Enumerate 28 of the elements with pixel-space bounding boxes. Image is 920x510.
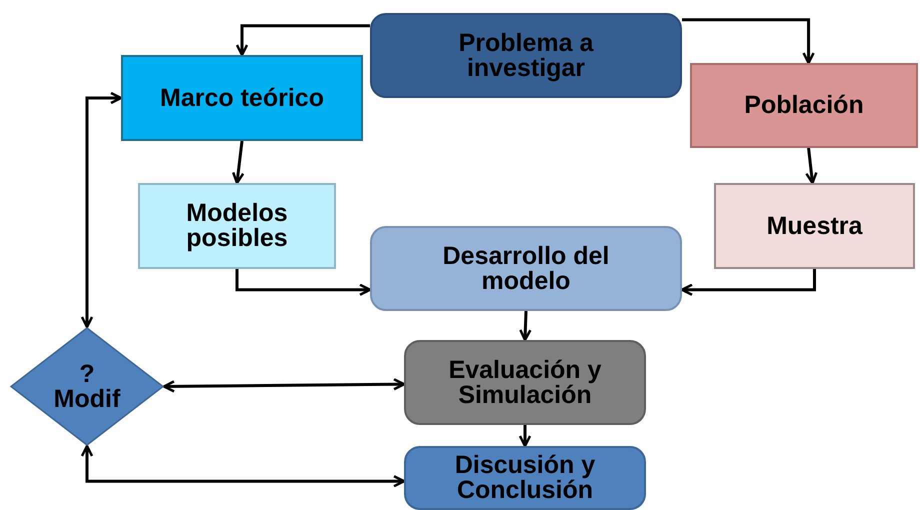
node-label: Marco teórico [160, 86, 324, 110]
arrow [162, 378, 406, 393]
arrow [805, 148, 818, 184]
process-box [714, 183, 915, 269]
arrow [80, 444, 406, 488]
node-label: Evaluación y Simulación [448, 358, 602, 408]
process-box [370, 226, 682, 311]
arrow [519, 310, 532, 342]
node-label: Desarrollo del modelo [442, 244, 610, 294]
process-box [370, 13, 682, 98]
node-label: Discusión y Conclusión [454, 453, 596, 503]
process-box [404, 446, 646, 510]
process-box [121, 55, 363, 141]
process-box [690, 63, 918, 148]
arrow [80, 92, 122, 328]
arrow [682, 18, 815, 64]
node-label: Problema a investigar [458, 30, 594, 80]
node-label: Población [744, 93, 864, 118]
arrow [232, 140, 244, 184]
process-box [138, 183, 336, 269]
node-label: Modelos posibles [185, 201, 289, 251]
node-label: ? Modif [52, 362, 122, 412]
node-label: Muestra [766, 214, 862, 238]
arrow [680, 269, 816, 296]
arrow [518, 425, 532, 448]
arrow [236, 24, 370, 56]
process-box [404, 340, 646, 425]
arrow [236, 269, 372, 296]
